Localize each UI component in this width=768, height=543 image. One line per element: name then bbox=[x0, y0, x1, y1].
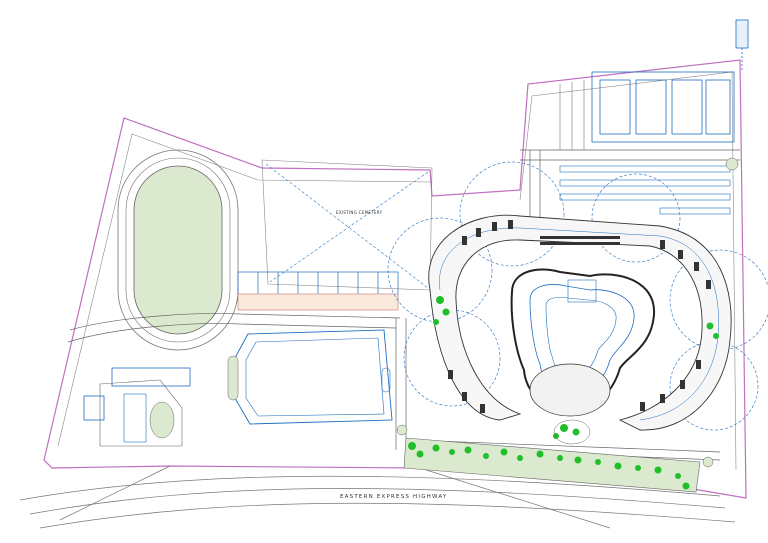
parking-rows bbox=[559, 80, 731, 215]
bottom-left-block bbox=[83, 367, 191, 447]
stadium bbox=[510, 268, 656, 417]
unit-row bbox=[237, 271, 399, 311]
oval-track bbox=[117, 149, 239, 351]
highway-label: EASTERN EXPRESS HIGHWAY bbox=[340, 494, 447, 500]
eastern-express-highway bbox=[19, 465, 736, 529]
green-belt bbox=[403, 437, 701, 493]
cemetery-label: EXISTING CEMETERY bbox=[336, 210, 383, 215]
trees bbox=[408, 296, 719, 490]
inner-boundary bbox=[57, 71, 737, 471]
existing-cemetery bbox=[261, 159, 433, 291]
central-field bbox=[227, 329, 393, 425]
crescent-buildings bbox=[428, 214, 732, 431]
vehicle-marks bbox=[448, 220, 711, 413]
roundabouts bbox=[396, 157, 739, 468]
top-right-blocks bbox=[591, 19, 749, 143]
